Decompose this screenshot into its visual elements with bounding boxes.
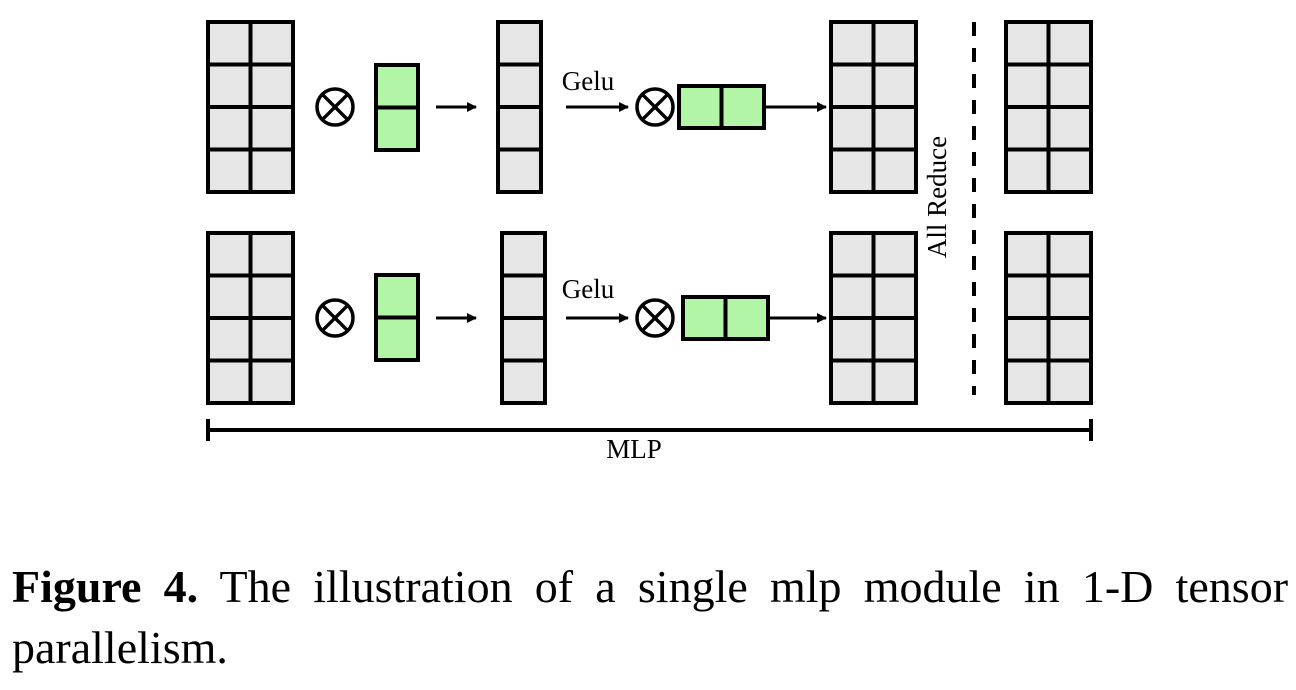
hidden-matrix-top-cell	[496, 147, 543, 194]
input-matrix-bottom-cell	[206, 358, 253, 405]
hidden-matrix-bottom	[500, 231, 547, 405]
reduced-matrix-bottom-cell	[1046, 316, 1093, 363]
input-matrix-bottom-cell	[206, 273, 253, 320]
weight-b-top-cell	[719, 84, 766, 130]
reduced-matrix-bottom-cell	[1004, 358, 1051, 405]
hidden-matrix-top-cell	[496, 105, 543, 152]
hidden-matrix-top-cell	[496, 20, 543, 67]
output-matrix-top-cell	[871, 20, 918, 67]
weight-b-bottom-cell	[681, 295, 728, 341]
output-matrix-bottom-cell	[829, 358, 876, 405]
output-matrix-bottom-cell	[871, 316, 918, 363]
reduced-matrix-top	[1004, 20, 1093, 194]
hidden-matrix-top	[496, 20, 543, 194]
input-matrix-top-cell	[248, 105, 295, 152]
input-matrix-top	[206, 20, 295, 194]
hidden-matrix-top-cell	[496, 62, 543, 109]
input-matrix-bottom	[206, 231, 295, 405]
output-matrix-bottom-cell	[829, 231, 876, 278]
weight-a-top	[374, 63, 420, 152]
output-matrix-top-cell	[871, 105, 918, 152]
weight-b-bottom	[681, 295, 770, 341]
mlp-label: MLP	[606, 434, 662, 464]
output-matrix-top-cell	[829, 62, 876, 109]
weight-b-top-cell	[677, 84, 724, 130]
reduced-matrix-bottom-cell	[1004, 273, 1051, 320]
input-matrix-top-cell	[206, 20, 253, 67]
input-matrix-top-cell	[206, 105, 253, 152]
output-matrix-top-cell	[871, 147, 918, 194]
weight-a-top-cell	[374, 105, 420, 152]
reduced-matrix-top-cell	[1046, 20, 1093, 67]
hidden-matrix-bottom-cell	[500, 231, 547, 278]
output-matrix-top	[829, 20, 918, 194]
weight-a-bottom-cell	[374, 315, 420, 362]
input-matrix-bottom-cell	[206, 316, 253, 363]
figure-caption: Figure 4. The illustration of a single m…	[12, 556, 1288, 678]
caption-text: The illustration of a single mlp module …	[12, 561, 1289, 673]
input-matrix-bottom-cell	[248, 273, 295, 320]
reduced-matrix-top-cell	[1046, 62, 1093, 109]
input-matrix-top-cell	[206, 62, 253, 109]
all-reduce-label: All Reduce	[922, 136, 952, 258]
reduced-matrix-top-cell	[1004, 62, 1051, 109]
reduced-matrix-top-cell	[1004, 147, 1051, 194]
weight-b-bottom-cell	[723, 295, 770, 341]
input-matrix-top-cell	[206, 147, 253, 194]
otimes-icon	[635, 87, 675, 127]
input-matrix-bottom-cell	[248, 316, 295, 363]
hidden-matrix-bottom-cell	[500, 273, 547, 320]
reduced-matrix-top-cell	[1004, 20, 1051, 67]
gelu-label-bottom: Gelu	[562, 274, 615, 304]
output-matrix-bottom-cell	[871, 358, 918, 405]
otimes-icon	[635, 298, 675, 338]
mlp-tensor-parallel-diagram: Gelu Gelu All Reduce MLP	[206, 20, 1093, 464]
reduced-matrix-bottom-cell	[1046, 358, 1093, 405]
hidden-matrix-bottom-cell	[500, 316, 547, 363]
output-matrix-top-cell	[871, 62, 918, 109]
caption-label: Figure 4.	[12, 561, 199, 612]
weight-a-bottom	[374, 273, 420, 362]
otimes-icon	[315, 87, 355, 127]
output-matrix-top-cell	[829, 105, 876, 152]
gelu-label-top: Gelu	[562, 66, 615, 96]
hidden-matrix-bottom-cell	[500, 358, 547, 405]
input-matrix-top-cell	[248, 62, 295, 109]
weight-b-top	[677, 84, 766, 130]
input-matrix-bottom-cell	[248, 358, 295, 405]
input-matrix-top-cell	[248, 20, 295, 67]
reduced-matrix-bottom-cell	[1004, 231, 1051, 278]
output-matrix-bottom	[829, 231, 918, 405]
weight-a-top-cell	[374, 63, 420, 110]
mlp-bracket	[206, 419, 1093, 441]
output-matrix-top-cell	[829, 147, 876, 194]
reduced-matrix-bottom-cell	[1046, 231, 1093, 278]
output-matrix-bottom-cell	[829, 316, 876, 363]
input-matrix-top-cell	[248, 147, 295, 194]
output-matrix-bottom-cell	[829, 273, 876, 320]
output-matrix-bottom-cell	[871, 231, 918, 278]
reduced-matrix-bottom-cell	[1004, 316, 1051, 363]
otimes-icon	[315, 298, 355, 338]
reduced-matrix-top-cell	[1004, 105, 1051, 152]
reduced-matrix-top-cell	[1046, 147, 1093, 194]
weight-a-bottom-cell	[374, 273, 420, 320]
output-matrix-bottom-cell	[871, 273, 918, 320]
reduced-matrix-bottom	[1004, 231, 1093, 405]
reduced-matrix-bottom-cell	[1046, 273, 1093, 320]
input-matrix-bottom-cell	[206, 231, 253, 278]
output-matrix-top-cell	[829, 20, 876, 67]
reduced-matrix-top-cell	[1046, 105, 1093, 152]
input-matrix-bottom-cell	[248, 231, 295, 278]
